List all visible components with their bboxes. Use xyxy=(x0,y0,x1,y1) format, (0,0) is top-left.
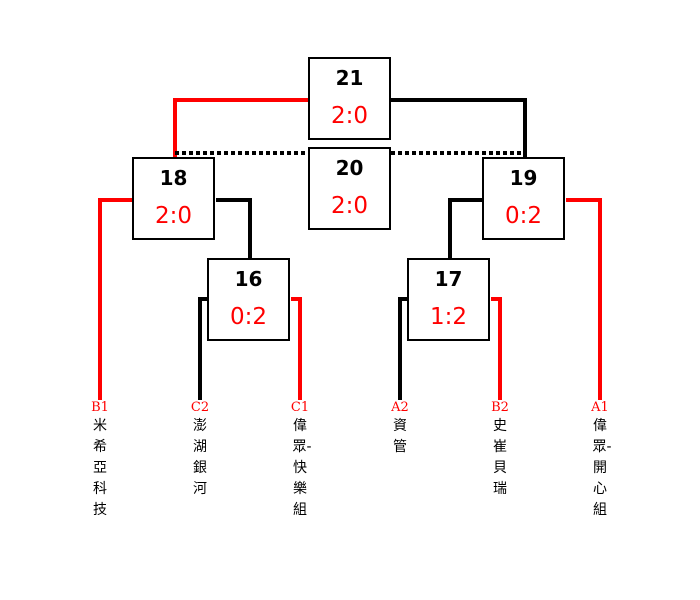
line-19-to-21 xyxy=(391,98,527,158)
team-code: C1 xyxy=(290,400,310,415)
match-20: 20 2:0 xyxy=(308,147,391,230)
line-c1-to-16 xyxy=(291,297,302,400)
match-number: 20 xyxy=(335,156,364,180)
match-score: 2:0 xyxy=(330,193,368,219)
team-c1: C1 偉眾-快樂組 xyxy=(285,400,315,521)
team-name: 偉眾-快樂組 xyxy=(292,418,312,518)
line-a1-to-19 xyxy=(566,198,602,400)
line-a2-to-17 xyxy=(398,297,408,400)
match-19: 19 0:2 xyxy=(482,157,565,240)
team-code: B2 xyxy=(491,400,509,415)
match-number: 17 xyxy=(434,267,463,291)
match-21: 21 2:0 xyxy=(308,57,391,140)
match-score: 0:2 xyxy=(229,304,267,330)
line-18-to-21 xyxy=(173,98,309,158)
match-score: 2:0 xyxy=(330,103,368,129)
team-code: A1 xyxy=(591,400,609,415)
team-code: B1 xyxy=(91,400,109,415)
team-name: 史崔貝瑞 xyxy=(493,418,507,497)
team-name: 澎湖銀河 xyxy=(193,418,207,497)
team-code: C2 xyxy=(190,400,210,415)
match-score: 1:2 xyxy=(429,304,467,330)
line-c2-to-16 xyxy=(198,297,208,400)
match-number: 21 xyxy=(335,66,364,90)
team-name: 偉眾-開心組 xyxy=(592,418,612,518)
line-b2-to-17 xyxy=(491,297,502,400)
match-number: 19 xyxy=(509,166,538,190)
match-17: 17 1:2 xyxy=(407,258,490,341)
match-number: 16 xyxy=(234,267,263,291)
match-16: 16 0:2 xyxy=(207,258,290,341)
team-c2: C2 澎湖銀河 xyxy=(185,400,215,500)
team-a2: A2 資管 xyxy=(385,400,415,458)
match-score: 2:0 xyxy=(154,203,192,229)
team-name: 資管 xyxy=(393,418,407,455)
match-score: 0:2 xyxy=(504,203,542,229)
team-b2: B2 史崔貝瑞 xyxy=(485,400,515,500)
team-b1: B1 米希亞科技 xyxy=(85,400,115,521)
line-b1-to-18 xyxy=(98,198,133,400)
team-a1: A1 偉眾-開心組 xyxy=(585,400,615,521)
match-number: 18 xyxy=(159,166,188,190)
match-18: 18 2:0 xyxy=(132,157,215,240)
team-code: A2 xyxy=(391,400,409,415)
team-name: 米希亞科技 xyxy=(93,418,107,518)
line-17-to-19 xyxy=(448,198,483,259)
line-16-to-18 xyxy=(216,198,252,259)
